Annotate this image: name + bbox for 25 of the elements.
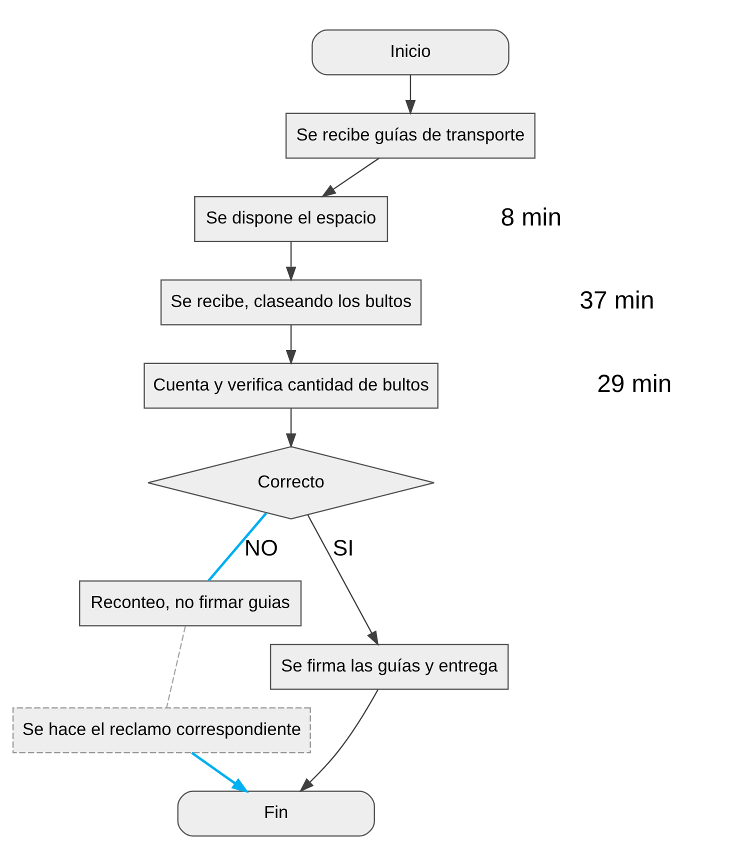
arrow xyxy=(299,688,379,792)
arrow xyxy=(191,751,249,793)
arrow xyxy=(286,408,296,448)
node-box: Se recibe, claseando los bultos xyxy=(160,278,422,325)
label: 37 min xyxy=(580,286,654,314)
node-box: Se dispone el espacio xyxy=(194,196,388,242)
node-diamond: Correcto xyxy=(147,446,435,519)
label: 8 min xyxy=(500,202,562,231)
node-box: Se hace el reclamo correspondiente xyxy=(12,706,311,753)
node-box: Reconteo, no firmar guias xyxy=(78,580,302,626)
node-box: Fin xyxy=(177,790,376,836)
arrow xyxy=(286,324,296,364)
connector xyxy=(208,512,268,582)
arrow xyxy=(307,514,379,646)
node-box: Cuenta y verifica cantidad de bultos xyxy=(144,362,438,408)
connector xyxy=(166,626,186,708)
arrow xyxy=(405,74,416,114)
node-box: Se recibe guías de transporte xyxy=(285,112,536,158)
edge-label: NO xyxy=(244,534,278,560)
node-box: Inicio xyxy=(312,28,510,75)
arrow xyxy=(321,157,380,197)
edge-label: SI xyxy=(332,534,354,560)
arrow xyxy=(286,241,296,282)
label: 29 min xyxy=(597,369,672,398)
node-box: Se firma las guías y entrega xyxy=(270,643,509,690)
